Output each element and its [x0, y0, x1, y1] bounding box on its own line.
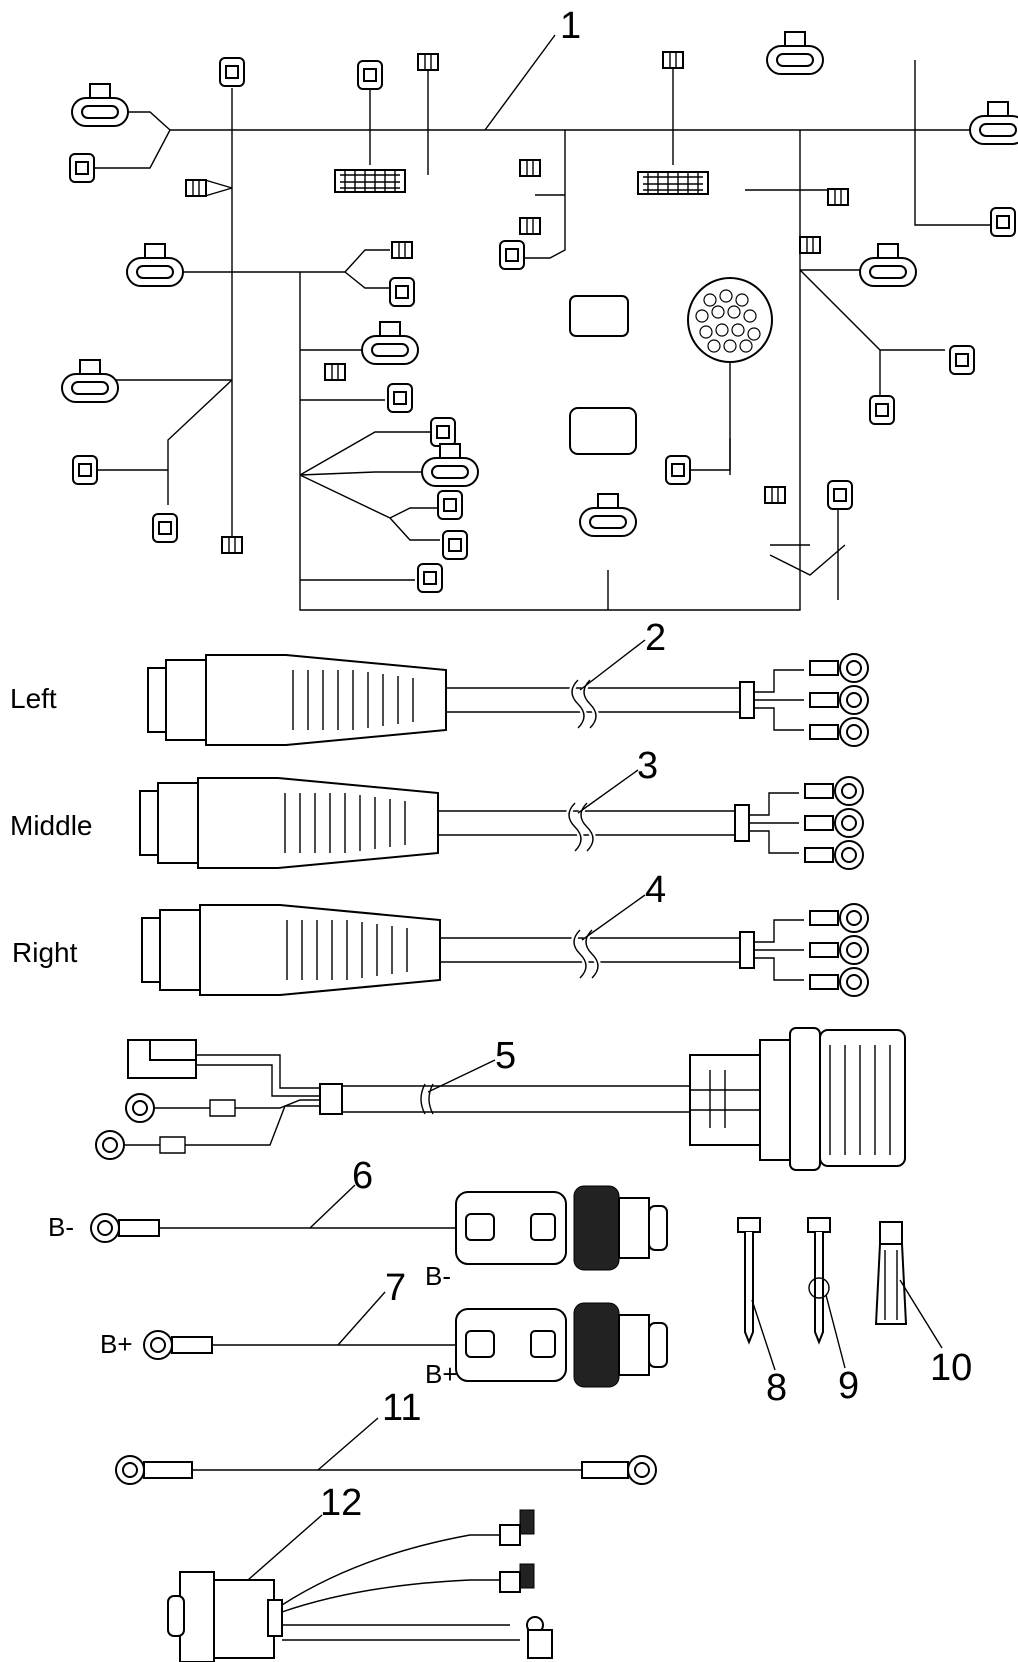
callout-1: 1 — [560, 5, 581, 47]
label-pos-plug: B+ — [425, 1359, 458, 1389]
harness-12 — [167, 1509, 553, 1662]
ground-strap-11 — [115, 1417, 657, 1485]
label-middle: Middle — [10, 810, 92, 841]
label-neg-plug: B- — [425, 1261, 451, 1291]
harness-5 — [95, 1027, 906, 1171]
callout-5: 5 — [495, 1035, 516, 1077]
cable-7-positive — [143, 1291, 668, 1388]
callout-8: 8 — [766, 1367, 787, 1409]
battery-cable-right — [141, 894, 868, 996]
callout-2: 2 — [645, 617, 666, 659]
label-left: Left — [10, 683, 57, 714]
battery-cable-middle — [139, 769, 863, 869]
harness-1 — [61, 31, 1018, 611]
label-pos-terminal: B+ — [100, 1329, 133, 1359]
callout-7: 7 — [385, 1267, 406, 1309]
callout-11: 11 — [382, 1387, 421, 1429]
callout-9: 9 — [838, 1365, 859, 1407]
callout-10: 10 — [930, 1347, 972, 1389]
callout-4: 4 — [645, 869, 666, 911]
cable-tie-8 — [737, 1217, 776, 1371]
battery-cable-left — [147, 639, 868, 746]
cable-tie-9 — [807, 1217, 846, 1369]
callout-12: 12 — [320, 1482, 362, 1524]
connector-10 — [874, 1221, 943, 1349]
callout-3: 3 — [637, 745, 658, 787]
label-neg-terminal: B- — [48, 1212, 74, 1242]
callout-6: 6 — [352, 1155, 373, 1197]
cable-6-negative — [90, 1184, 668, 1271]
label-right: Right — [12, 937, 78, 968]
